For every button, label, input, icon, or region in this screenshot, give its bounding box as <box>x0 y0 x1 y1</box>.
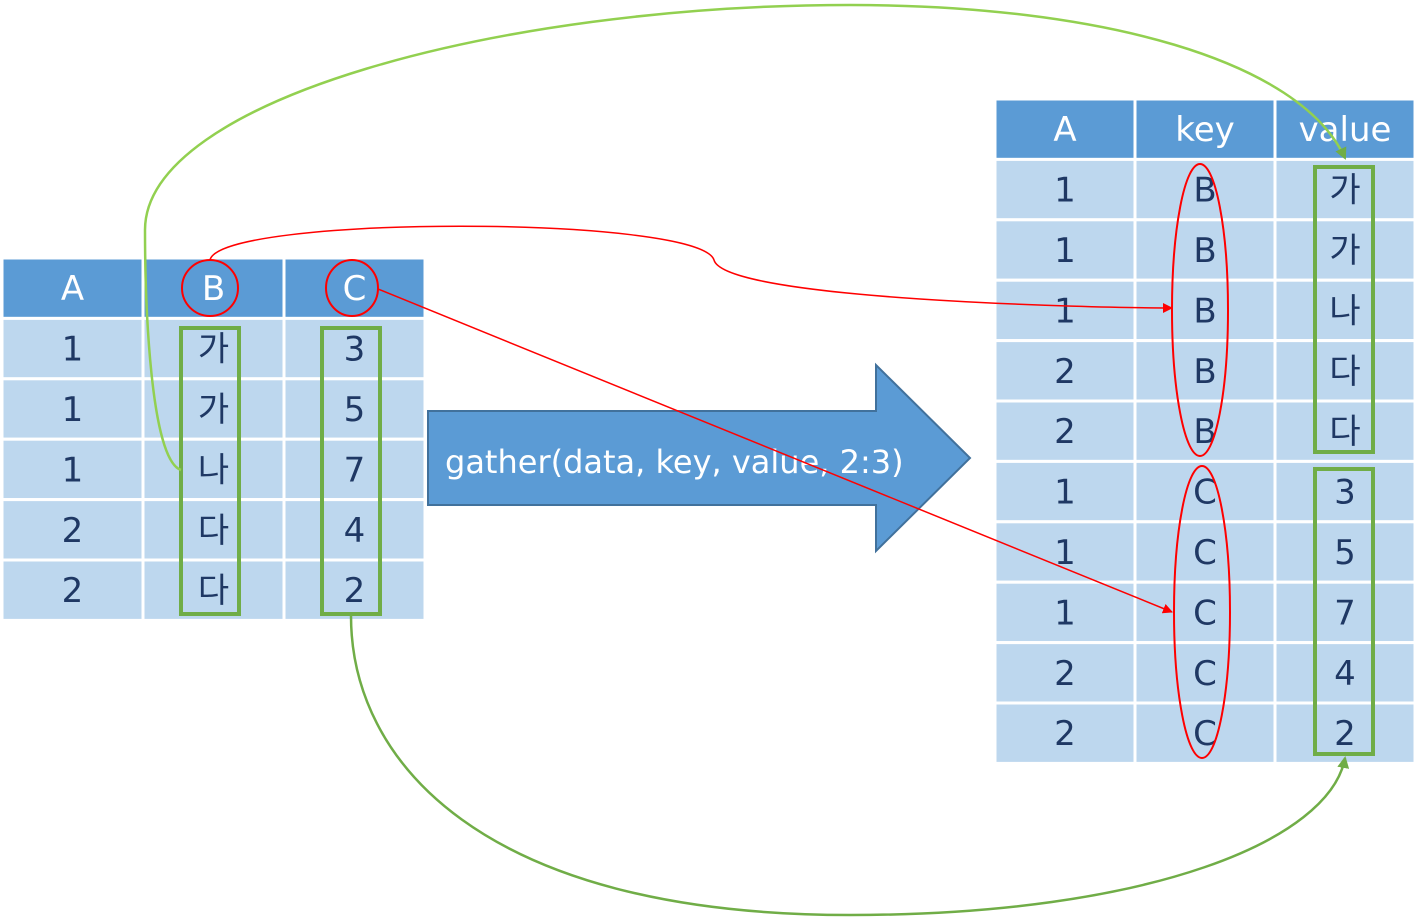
result-value-lower-box <box>1313 467 1375 756</box>
result-table-cell <box>1133 641 1277 705</box>
source-table-cell-label: 가 <box>198 390 229 430</box>
source-table-header-label: A <box>61 269 84 309</box>
result-table-cell-label: B <box>1193 352 1216 392</box>
source-table-cell-label: 1 <box>62 330 84 370</box>
source-table-cell-label: 2 <box>344 571 366 611</box>
result-table-cell-label: C <box>1193 593 1217 633</box>
result-table-cell-label: B <box>1193 231 1216 271</box>
source-table-cell-label: 가 <box>198 330 229 370</box>
result-table-cell-label: 다 <box>1329 352 1360 392</box>
connector-c-to-key <box>377 288 1173 614</box>
result-table-cell-label: B <box>1193 171 1216 211</box>
source-table-cell <box>282 437 427 502</box>
result-table-cell-label: 7 <box>1334 593 1356 633</box>
transform-arrow-shape <box>427 362 972 554</box>
result-table-cell-label: 1 <box>1054 533 1076 573</box>
result-table-cell <box>1133 218 1277 282</box>
source-table: A B C 1 가 3 1 가 5 1 나 7 2 다 4 2 다 2 <box>0 256 427 622</box>
result-table-header-cell <box>993 97 1137 161</box>
source-table-cell <box>0 558 145 622</box>
result-table-header-label: key <box>1175 110 1235 150</box>
transform-arrow: gather(data, key, value, 2:3) <box>427 362 972 554</box>
source-table-cell-label: 4 <box>344 511 366 551</box>
result-table-cell-label: 1 <box>1054 291 1076 331</box>
connector-b-values-to-value <box>143 3 1347 472</box>
source-table-cell <box>141 498 286 562</box>
source-table-cell <box>0 437 145 502</box>
source-table-cell <box>282 558 427 622</box>
result-table-cell-label: 가 <box>1329 231 1360 271</box>
source-b-values-box <box>179 326 241 616</box>
source-table-header-cell <box>0 256 145 320</box>
result-table-cell-label: C <box>1193 533 1217 573</box>
source-table-cell-label: 다 <box>198 511 229 551</box>
result-table-cell <box>1273 459 1416 524</box>
result-table-cell <box>1273 641 1416 705</box>
source-table-cell-label: 5 <box>344 390 366 430</box>
source-c-values-box <box>320 326 382 616</box>
result-table-cell-label: 1 <box>1054 231 1076 271</box>
connector-c-values-to-value <box>349 615 1350 917</box>
source-table-cell <box>141 558 286 622</box>
source-table-cell-label: 2 <box>62 511 84 551</box>
result-table-cell <box>1273 218 1416 282</box>
result-table-cell-label: C <box>1193 473 1217 513</box>
result-table-cell-label: 2 <box>1334 714 1356 754</box>
result-table-cell-label: B <box>1193 291 1216 331</box>
source-table-cell-label: 다 <box>198 571 229 611</box>
connector-b-to-key <box>209 225 1173 313</box>
result-table-cell-label: 5 <box>1334 533 1356 573</box>
source-table-cell-label: 7 <box>344 450 366 490</box>
result-table-cell-label: 1 <box>1054 593 1076 633</box>
result-value-upper-box <box>1313 165 1375 454</box>
result-table-cell-label: 4 <box>1334 654 1356 694</box>
result-table-cell-label: B <box>1193 412 1216 452</box>
result-key-c-ellipse <box>1173 465 1231 759</box>
result-table-cell <box>1133 157 1277 222</box>
source-table-cell-label: 2 <box>62 571 84 611</box>
source-table-cell-label: 1 <box>62 450 84 490</box>
result-table-cell-label: 2 <box>1054 714 1076 754</box>
source-table-header-label: C <box>343 269 367 309</box>
result-table-cell <box>993 218 1137 282</box>
result-table-cell-label: 1 <box>1054 171 1076 211</box>
result-table-cell-label: 3 <box>1334 473 1356 513</box>
result-table-cell <box>1273 278 1416 343</box>
source-header-c-circle <box>325 259 379 317</box>
result-table-cell-label: 2 <box>1054 412 1076 452</box>
connectors <box>143 3 1350 917</box>
result-table-cell-label: 2 <box>1054 654 1076 694</box>
result-table-cell <box>993 641 1137 705</box>
source-table-cell-label: 나 <box>198 450 229 490</box>
result-table-cell-label: 1 <box>1054 473 1076 513</box>
result-table-cell-label: C <box>1193 654 1217 694</box>
result-table-cell-label: 가 <box>1329 171 1360 211</box>
result-table-cell <box>993 701 1137 765</box>
result-table-cell-label: 나 <box>1329 291 1360 331</box>
source-table-header-label: B <box>202 269 225 309</box>
source-table-cell-label: 1 <box>62 390 84 430</box>
result-table-cell-label: 다 <box>1329 412 1360 452</box>
result-table-header-cell <box>1133 97 1277 161</box>
source-table-cell <box>141 377 286 441</box>
result-table-header-cell <box>1273 97 1416 161</box>
result-table-header-label: A <box>1053 110 1076 150</box>
transform-arrow-label: gather(data, key, value, 2:3) <box>445 443 904 481</box>
result-table-cell-label: C <box>1193 714 1217 754</box>
source-table-cell-label: 3 <box>344 330 366 370</box>
highlights <box>179 163 1375 759</box>
result-table-cell-label: 2 <box>1054 352 1076 392</box>
